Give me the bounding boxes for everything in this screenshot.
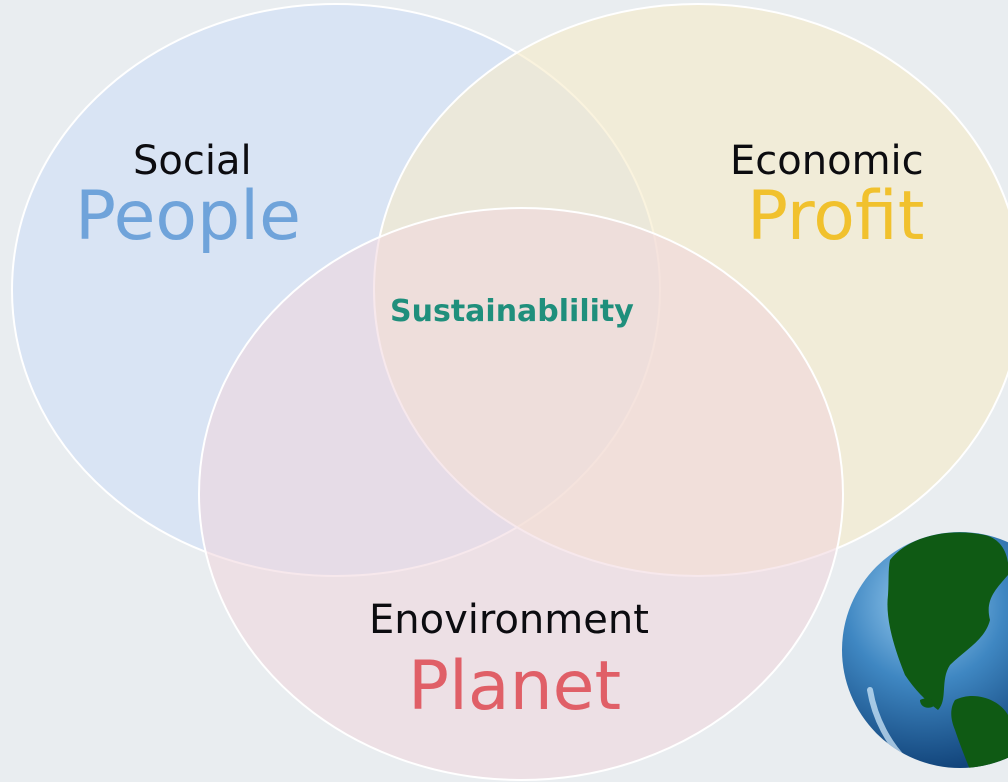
profit-term-label: Profit — [747, 177, 925, 256]
globe-continent-north-america — [887, 532, 1008, 710]
globe-islands — [920, 698, 935, 708]
environment-category-label: Enovironment — [369, 597, 649, 643]
economic-category-label: Economic — [730, 138, 924, 184]
globe-continent-south-america — [951, 696, 1008, 768]
people-term-label: People — [75, 177, 301, 256]
circle-environment — [198, 207, 844, 781]
social-category-label: Social — [133, 138, 252, 184]
sustainability-center-label: Sustainablility — [390, 294, 634, 329]
planet-term-label: Planet — [408, 647, 622, 726]
globe-icon — [842, 532, 1008, 768]
